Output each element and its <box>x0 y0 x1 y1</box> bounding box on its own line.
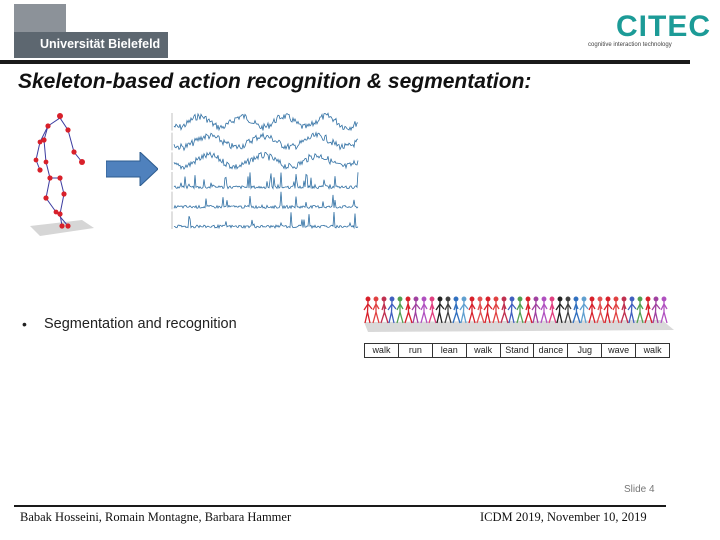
segment-label: Stand <box>501 344 535 357</box>
header-rule <box>0 60 690 64</box>
slide-number: Slide 4 <box>624 484 655 495</box>
citec-tagline: cognitive interaction technology <box>588 42 672 48</box>
university-logo: Universität Bielefeld <box>14 4 168 58</box>
segment-label: walk <box>365 344 399 357</box>
signal-plots <box>171 112 359 230</box>
footer-authors: Babak Hosseini, Romain Montagne, Barbara… <box>20 510 292 524</box>
segment-label: run <box>399 344 433 357</box>
footer-rule <box>14 505 666 507</box>
segment-label: dance <box>534 344 569 357</box>
footer-venue: ICDM 2019, November 10, 2019 <box>480 510 647 524</box>
segment-label: Jug <box>568 344 603 357</box>
bullet-marker: • <box>22 316 27 332</box>
slide-title: Skeleton-based action recognition & segm… <box>18 70 532 93</box>
segment-label: lean <box>433 344 467 357</box>
segment-label: walk <box>467 344 501 357</box>
action-sequence-figures <box>363 296 674 332</box>
segment-label: wave <box>602 344 637 357</box>
skeleton-figure <box>30 113 94 236</box>
citec-wordmark: CITEC <box>616 10 711 43</box>
bullet-text: Segmentation and recognition <box>44 316 237 332</box>
segment-label: walk <box>643 345 662 355</box>
right-arrow-icon <box>106 152 158 186</box>
citec-logo: CITEC cognitive interaction technology <box>584 10 716 62</box>
university-name: Universität Bielefeld <box>40 37 161 51</box>
